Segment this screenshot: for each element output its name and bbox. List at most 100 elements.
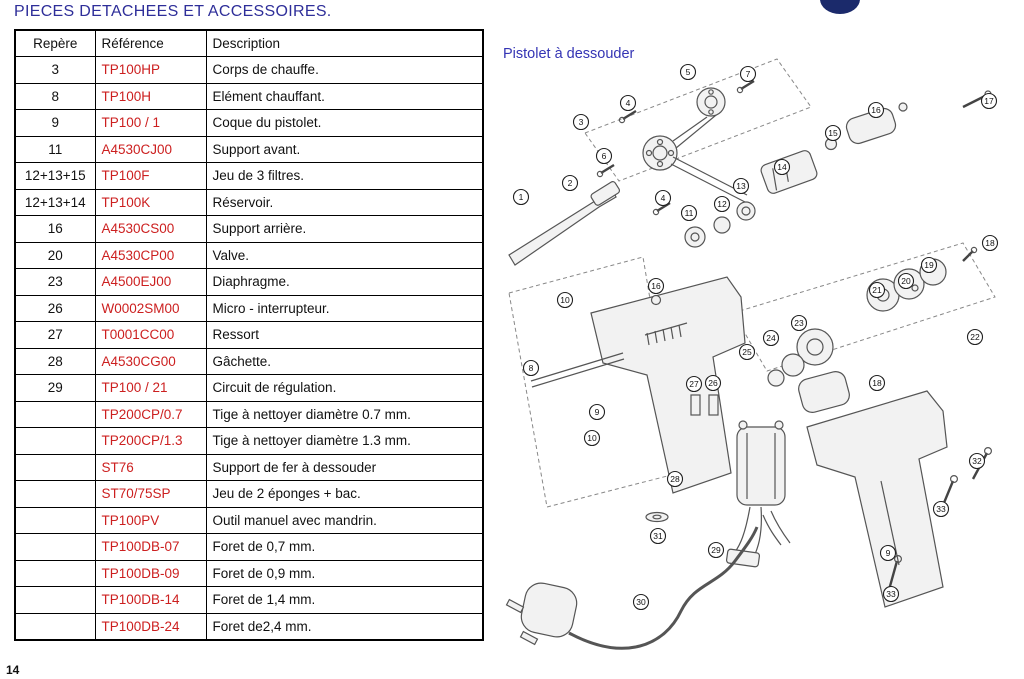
table-row: 3 TP100HP Corps de chauffe. xyxy=(14,56,484,84)
filter-parts xyxy=(684,201,756,248)
cell-description: Outil manuel avec mandrin. xyxy=(205,506,484,534)
cell-repere: 27 xyxy=(14,321,96,349)
callout-31: 31 xyxy=(649,527,667,545)
callout-7: 7 xyxy=(739,65,757,83)
cell-reference: TP100DB-09 xyxy=(94,559,207,587)
cell-repere xyxy=(14,400,96,428)
dashed-box-valve-group xyxy=(732,242,996,372)
svg-text:22: 22 xyxy=(970,332,980,342)
cell-reference: A4530CS00 xyxy=(94,215,207,243)
table-row: TP100DB-07 Foret de 0,7 mm. xyxy=(14,533,484,561)
cell-description: Foret de 1,4 mm. xyxy=(205,586,484,614)
cell-repere xyxy=(14,533,96,561)
table-row: 8 TP100H Elément chauffant. xyxy=(14,82,484,110)
svg-text:18: 18 xyxy=(985,238,995,248)
cell-reference: TP100DB-24 xyxy=(94,612,207,640)
svg-text:32: 32 xyxy=(972,456,982,466)
table-row: ST76 Support de fer à dessouder xyxy=(14,453,484,481)
callout-10: 10 xyxy=(556,291,574,309)
cell-repere xyxy=(14,480,96,508)
svg-text:30: 30 xyxy=(636,597,646,607)
callout-28: 28 xyxy=(666,470,684,488)
svg-text:2: 2 xyxy=(568,178,573,188)
svg-text:4: 4 xyxy=(661,193,666,203)
cell-repere: 11 xyxy=(14,135,96,163)
header-reference: Référence xyxy=(94,29,207,57)
table-row: ST70/75SP Jeu de 2 éponges + bac. xyxy=(14,480,484,508)
cell-reference: TP100HP xyxy=(94,56,207,84)
svg-text:4: 4 xyxy=(626,98,631,108)
callout-4: 4 xyxy=(619,94,637,112)
cell-reference: A4530CJ00 xyxy=(94,135,207,163)
callout-29: 29 xyxy=(707,541,725,559)
svg-text:25: 25 xyxy=(742,347,752,357)
cell-repere: 12+13+15 xyxy=(14,162,96,190)
parts-table-header: Repère Référence Description xyxy=(14,29,484,57)
svg-text:18: 18 xyxy=(872,378,882,388)
callout-25: 25 xyxy=(738,343,756,361)
cell-repere: 26 xyxy=(14,294,96,322)
callout-10: 10 xyxy=(583,429,601,447)
exploded-diagram: 1234456789910101112131415161617181819202… xyxy=(505,58,999,650)
cell-reference: W0002SM00 xyxy=(94,294,207,322)
washer xyxy=(645,511,669,523)
callout-8: 8 xyxy=(522,359,540,377)
table-row: 11 A4530CJ00 Support avant. xyxy=(14,135,484,163)
cell-reference: ST70/75SP xyxy=(94,480,207,508)
cell-repere xyxy=(14,427,96,455)
callout-33: 33 xyxy=(932,500,950,518)
cell-reference: TP100 / 1 xyxy=(94,109,207,137)
cell-description: Coque du pistolet. xyxy=(205,109,484,137)
page-title: PIECES DETACHEES ET ACCESSOIRES. xyxy=(14,3,332,20)
cell-repere: 29 xyxy=(14,374,96,402)
cell-description: Ressort xyxy=(205,321,484,349)
callout-33: 33 xyxy=(882,585,900,603)
header-description: Description xyxy=(205,29,484,57)
cell-reference: TP200CP/1.3 xyxy=(94,427,207,455)
callout-9: 9 xyxy=(879,544,897,562)
header-repere: Repère xyxy=(14,29,96,57)
table-row: TP100DB-24 Foret de2,4 mm. xyxy=(14,612,484,640)
svg-text:1: 1 xyxy=(519,192,524,202)
cell-description: Micro - interrupteur. xyxy=(205,294,484,322)
callout-17: 17 xyxy=(980,92,998,110)
cell-reference: T0001CC00 xyxy=(94,321,207,349)
cell-description: Support avant. xyxy=(205,135,484,163)
logo xyxy=(820,0,860,14)
cell-reference: A4500EJ00 xyxy=(94,268,207,296)
callout-23: 23 xyxy=(790,314,808,332)
table-row: 27 T0001CC00 Ressort xyxy=(14,321,484,349)
gun-body-right xyxy=(762,390,948,608)
callout-27: 27 xyxy=(685,375,703,393)
cell-repere: 16 xyxy=(14,215,96,243)
cell-description: Gâchette. xyxy=(205,347,484,375)
cell-description: Circuit de régulation. xyxy=(205,374,484,402)
cell-description: Foret de2,4 mm. xyxy=(205,612,484,640)
cell-reference: TP100K xyxy=(94,188,207,216)
cell-repere: 28 xyxy=(14,347,96,375)
cell-reference: TP100F xyxy=(94,162,207,190)
page-number: 14 xyxy=(6,663,20,677)
table-row: TP100DB-14 Foret de 1,4 mm. xyxy=(14,586,484,614)
svg-text:16: 16 xyxy=(871,105,881,115)
cell-description: Elément chauffant. xyxy=(205,82,484,110)
cell-repere: 20 xyxy=(14,241,96,269)
diagram-label: Pistolet à dessouder xyxy=(503,46,635,62)
table-row: 28 A4530CG00 Gâchette. xyxy=(14,347,484,375)
callout-32: 32 xyxy=(968,452,986,470)
svg-text:7: 7 xyxy=(746,69,751,79)
callout-11: 11 xyxy=(680,204,698,222)
callout-4: 4 xyxy=(654,189,672,207)
cell-reference: ST76 xyxy=(94,453,207,481)
cell-description: Corps de chauffe. xyxy=(205,56,484,84)
cell-reference: TP100PV xyxy=(94,506,207,534)
cell-description: Diaphragme. xyxy=(205,268,484,296)
cell-description: Jeu de 2 éponges + bac. xyxy=(205,480,484,508)
cell-reference: TP100H xyxy=(94,82,207,110)
callout-12: 12 xyxy=(713,195,731,213)
parts-table-body: 3 TP100HP Corps de chauffe. 8 TP100H Elé… xyxy=(14,56,484,640)
callout-9: 9 xyxy=(588,403,606,421)
table-row: 16 A4530CS00 Support arrière. xyxy=(14,215,484,243)
table-row: 29 TP100 / 21 Circuit de régulation. xyxy=(14,374,484,402)
callout-3: 3 xyxy=(572,113,590,131)
